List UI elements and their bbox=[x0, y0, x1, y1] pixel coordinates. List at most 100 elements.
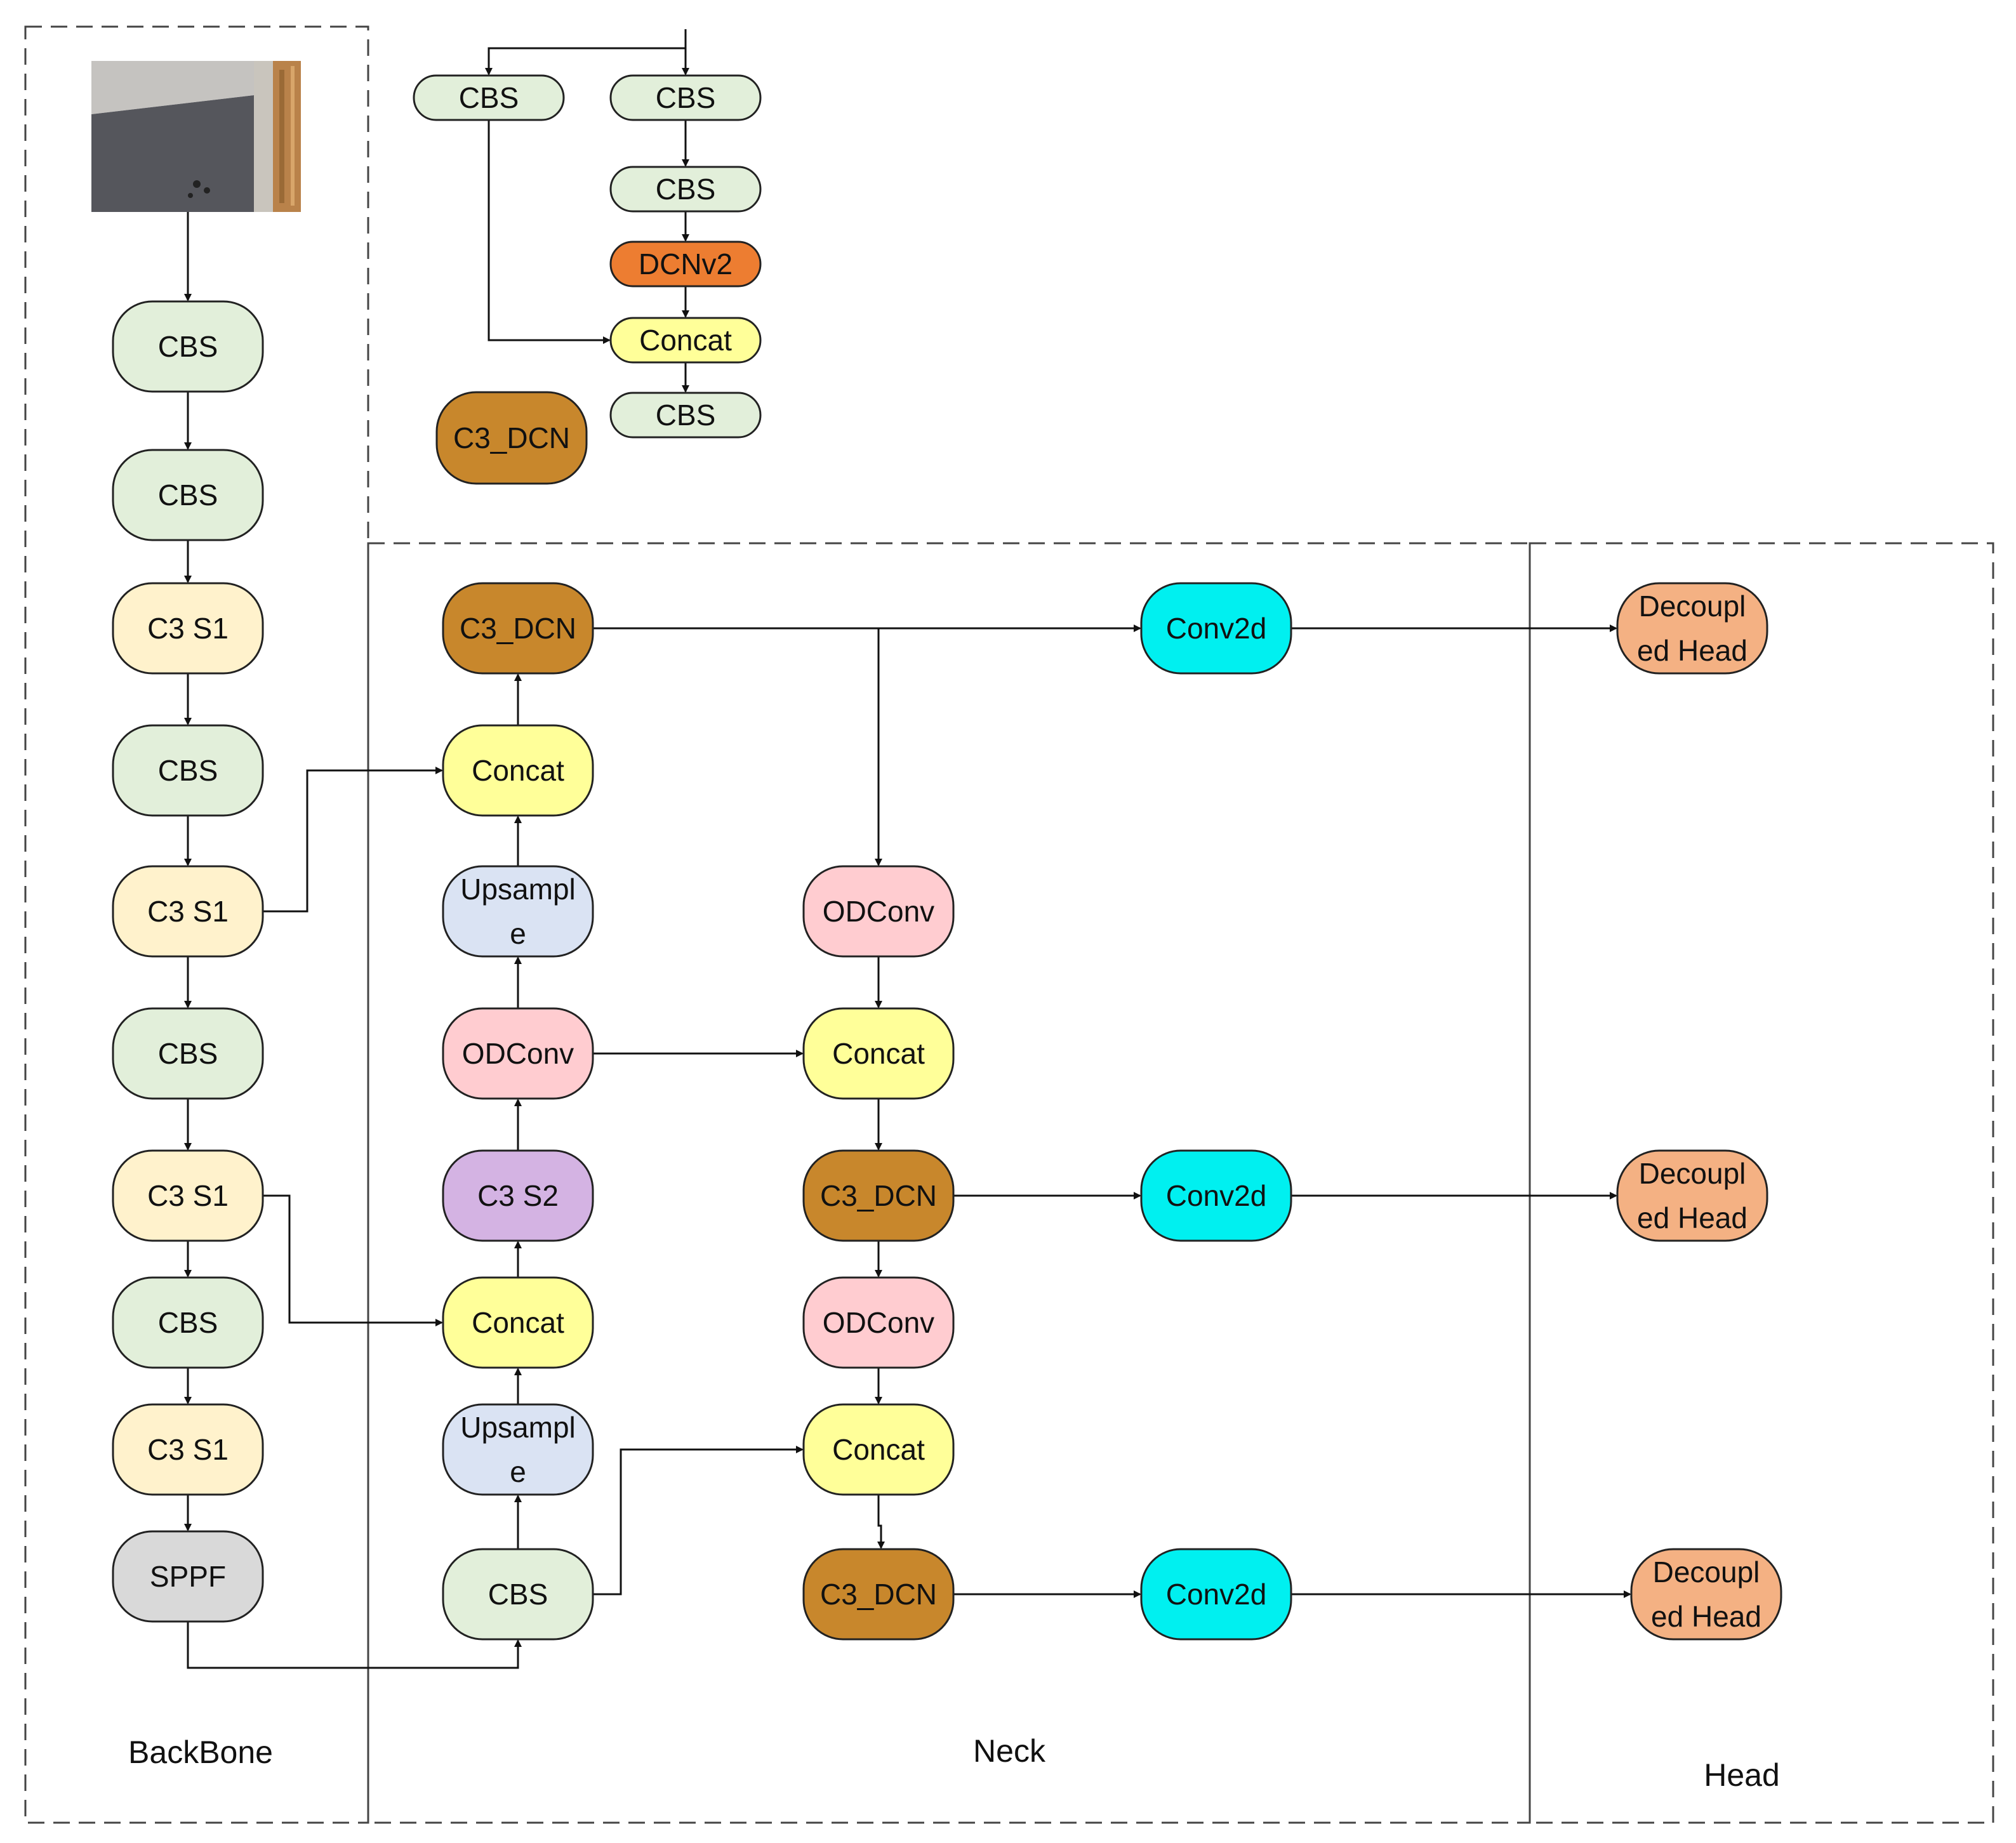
legend-dcnv2: DCNv2 bbox=[609, 241, 762, 287]
backbone-node-10: SPPF bbox=[112, 1530, 264, 1623]
backbone-node-5: C3 S1 bbox=[112, 865, 264, 958]
decoupled-head-3-label: Decoupl bbox=[1653, 1556, 1760, 1589]
neck-left-node-8-label: CBS bbox=[488, 1578, 548, 1611]
backbone-node-1-label: CBS bbox=[158, 330, 218, 363]
backbone-node-1-shape bbox=[112, 300, 264, 393]
sppf-to-neck-cbs bbox=[187, 1622, 522, 1669]
edges bbox=[184, 29, 1631, 1669]
backbone-node-2: CBS bbox=[112, 449, 264, 541]
decoupled-head-1-label: ed Head bbox=[1637, 634, 1747, 667]
neck-cbs-to-concat bbox=[593, 1446, 804, 1595]
neck-right-node-4-shape bbox=[802, 1276, 955, 1369]
backbone-frame bbox=[24, 25, 369, 1824]
neck-right-node-6-shape bbox=[802, 1548, 955, 1641]
neck-right-node-1: ODConv bbox=[802, 865, 955, 958]
legend-cbs-left: CBS bbox=[413, 74, 565, 121]
neck-right-node-6-label: C3_DCN bbox=[820, 1578, 937, 1611]
legend-c3dcn: C3_DCN bbox=[435, 391, 588, 485]
neck-right-node-3: C3_DCN bbox=[802, 1149, 955, 1242]
backbone-node-7-shape bbox=[112, 1149, 264, 1242]
neck-frame bbox=[367, 542, 1531, 1824]
neck-right-node-5-label: Concat bbox=[832, 1433, 925, 1466]
decoupled-head-1-label: Decoupl bbox=[1639, 590, 1746, 623]
neck-left-node-4: ODConv bbox=[442, 1007, 594, 1100]
legend-cbs-out-shape bbox=[609, 392, 762, 439]
neck-left-node-6: Concat bbox=[442, 1276, 594, 1369]
legend-cbs-right-1-shape bbox=[609, 74, 762, 121]
neck-right-node-5-shape bbox=[802, 1403, 955, 1496]
backbone-node-8-shape bbox=[112, 1276, 264, 1369]
conv2d-3-label: Conv2d bbox=[1166, 1578, 1267, 1611]
legend-split-left bbox=[485, 47, 686, 76]
legend-concat-shape bbox=[609, 317, 762, 364]
neck-right-node-5: Concat bbox=[802, 1403, 955, 1496]
backbone-node-2-label: CBS bbox=[158, 479, 218, 512]
backbone-node-9-label: C3 S1 bbox=[147, 1433, 229, 1466]
conv2d-3-shape bbox=[1140, 1548, 1292, 1641]
decoupled-head-2-shape bbox=[1616, 1149, 1768, 1242]
legend-cbs-right-1: CBS bbox=[609, 74, 762, 121]
backbone-node-7: C3 S1 bbox=[112, 1149, 264, 1242]
backbone-node-10-shape bbox=[112, 1530, 264, 1623]
neck-left-node-7-label: e bbox=[510, 1455, 526, 1488]
neck-right-node-3-shape bbox=[802, 1149, 955, 1242]
neck-left-node-7: Upsampl e bbox=[442, 1403, 594, 1496]
neck-right-node-4-label: ODConv bbox=[823, 1306, 934, 1339]
decoupled-head-1-shape bbox=[1616, 582, 1768, 675]
conv2d-1-label: Conv2d bbox=[1166, 612, 1267, 645]
backbone-node-6-shape bbox=[112, 1007, 264, 1100]
legend-cbs-out-label: CBS bbox=[656, 399, 716, 432]
backbone-node-6-label: CBS bbox=[158, 1037, 218, 1070]
decoupled-head-2-label: ed Head bbox=[1637, 1201, 1747, 1234]
c3s1-3-to-concat bbox=[263, 1194, 443, 1326]
neck-left-node-4-shape bbox=[442, 1007, 594, 1100]
legend-cbs-left-label: CBS bbox=[459, 81, 519, 114]
backbone-node-7-label: C3 S1 bbox=[147, 1179, 229, 1212]
c3s1-2-to-concat bbox=[263, 767, 443, 913]
head-frame bbox=[1529, 542, 1994, 1824]
conv2d-2-label: Conv2d bbox=[1166, 1179, 1267, 1212]
legend-dcnv2-shape bbox=[609, 241, 762, 287]
conv2d-3: Conv2d bbox=[1140, 1548, 1292, 1641]
legend-cbs-right-2-shape bbox=[609, 166, 762, 213]
neck-label: Neck bbox=[973, 1733, 1046, 1769]
neck-left-node-3-label: e bbox=[510, 917, 526, 950]
backbone-node-9: C3 S1 bbox=[112, 1403, 264, 1496]
neck-right-node-1-label: ODConv bbox=[823, 895, 934, 928]
legend-dcnv2-label: DCNv2 bbox=[639, 248, 733, 281]
neck-left-node-6-shape bbox=[442, 1276, 594, 1369]
backbone-node-4-label: CBS bbox=[158, 754, 218, 787]
backbone-node-4: CBS bbox=[112, 724, 264, 817]
neck-right-node-2: Concat bbox=[802, 1007, 955, 1100]
backbone-node-3: C3 S1 bbox=[112, 582, 264, 675]
neck-left-node-1-label: C3_DCN bbox=[460, 612, 576, 645]
conv2d-2: Conv2d bbox=[1140, 1149, 1292, 1242]
backbone-node-3-label: C3 S1 bbox=[147, 612, 229, 645]
neck-left-node-6-label: Concat bbox=[472, 1306, 564, 1339]
backbone-label: BackBone bbox=[128, 1734, 273, 1770]
neck-right-e5 bbox=[877, 1495, 885, 1549]
neck-right-node-6: C3_DCN bbox=[802, 1548, 955, 1641]
backbone-node-3-shape bbox=[112, 582, 264, 675]
head-label: Head bbox=[1704, 1757, 1780, 1793]
input-image bbox=[91, 61, 301, 212]
legend-c3dcn-shape bbox=[435, 391, 588, 485]
section-frames bbox=[24, 25, 1994, 1824]
backbone-node-1: CBS bbox=[112, 300, 264, 393]
neck-left-node-7-label: Upsampl bbox=[460, 1411, 576, 1444]
neck-left-node-3-shape bbox=[442, 865, 594, 958]
legend-cbs-right-2-label: CBS bbox=[656, 173, 716, 206]
conv2d-1: Conv2d bbox=[1140, 582, 1292, 675]
backbone-node-4-shape bbox=[112, 724, 264, 817]
conv2d-2-shape bbox=[1140, 1149, 1292, 1242]
backbone-node-5-label: C3 S1 bbox=[147, 895, 229, 928]
legend-cbs-left-shape bbox=[413, 74, 565, 121]
backbone-node-8-label: CBS bbox=[158, 1306, 218, 1339]
neck-left-node-2-shape bbox=[442, 724, 594, 817]
legend-cbs-right-2: CBS bbox=[609, 166, 762, 213]
